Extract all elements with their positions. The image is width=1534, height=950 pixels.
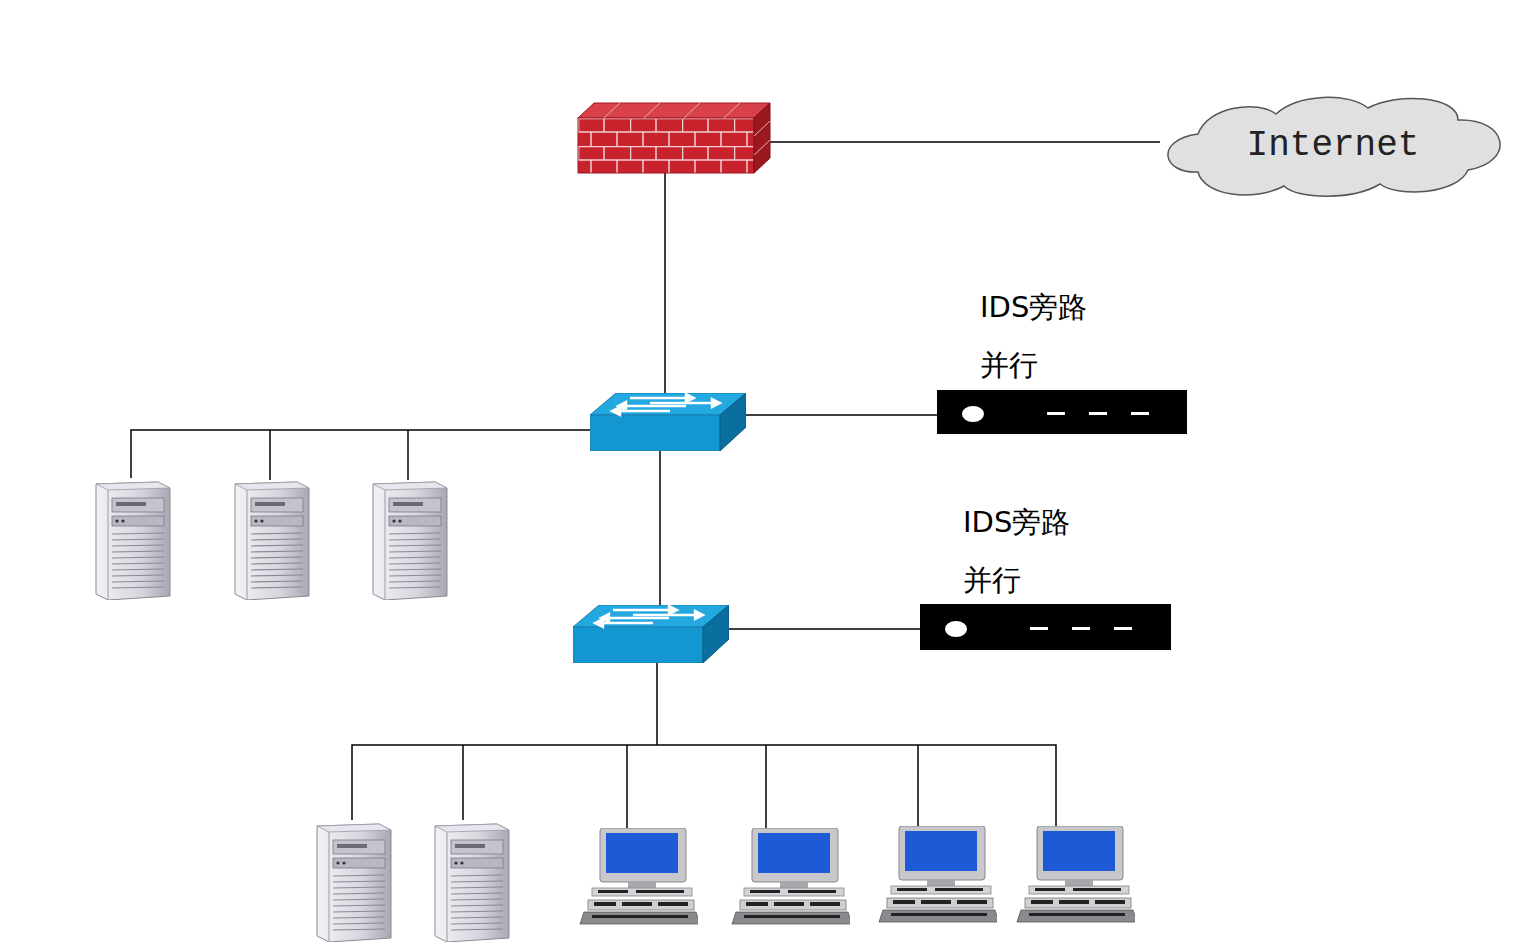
cloud-outline [1168, 97, 1500, 196]
ids-node: IDS旁路并行 [937, 285, 1187, 434]
pc-icon [580, 828, 700, 924]
pc-icon [879, 826, 999, 922]
pc-icon [732, 828, 852, 924]
node-label: IDS旁路 [980, 285, 1087, 329]
ids-device [920, 604, 1171, 650]
ids-node: IDS旁路并行 [920, 500, 1171, 650]
firewall-icon [578, 103, 770, 173]
server-icon [96, 482, 170, 600]
network-wire [131, 142, 1160, 828]
switch-icon [590, 393, 746, 451]
server-icon [235, 482, 309, 600]
cloud-node: Internet [1158, 92, 1508, 198]
switch-icon [573, 605, 729, 663]
server-icon [373, 482, 447, 600]
ids-device [937, 390, 1187, 434]
node-label: IDS旁路 [963, 500, 1070, 544]
node-label: Internet [1247, 125, 1420, 166]
server-icon [317, 824, 391, 942]
pc-icon [1017, 826, 1137, 922]
server-icon [435, 824, 509, 942]
node-label: 并行 [980, 343, 1038, 387]
node-label: 并行 [963, 558, 1021, 602]
